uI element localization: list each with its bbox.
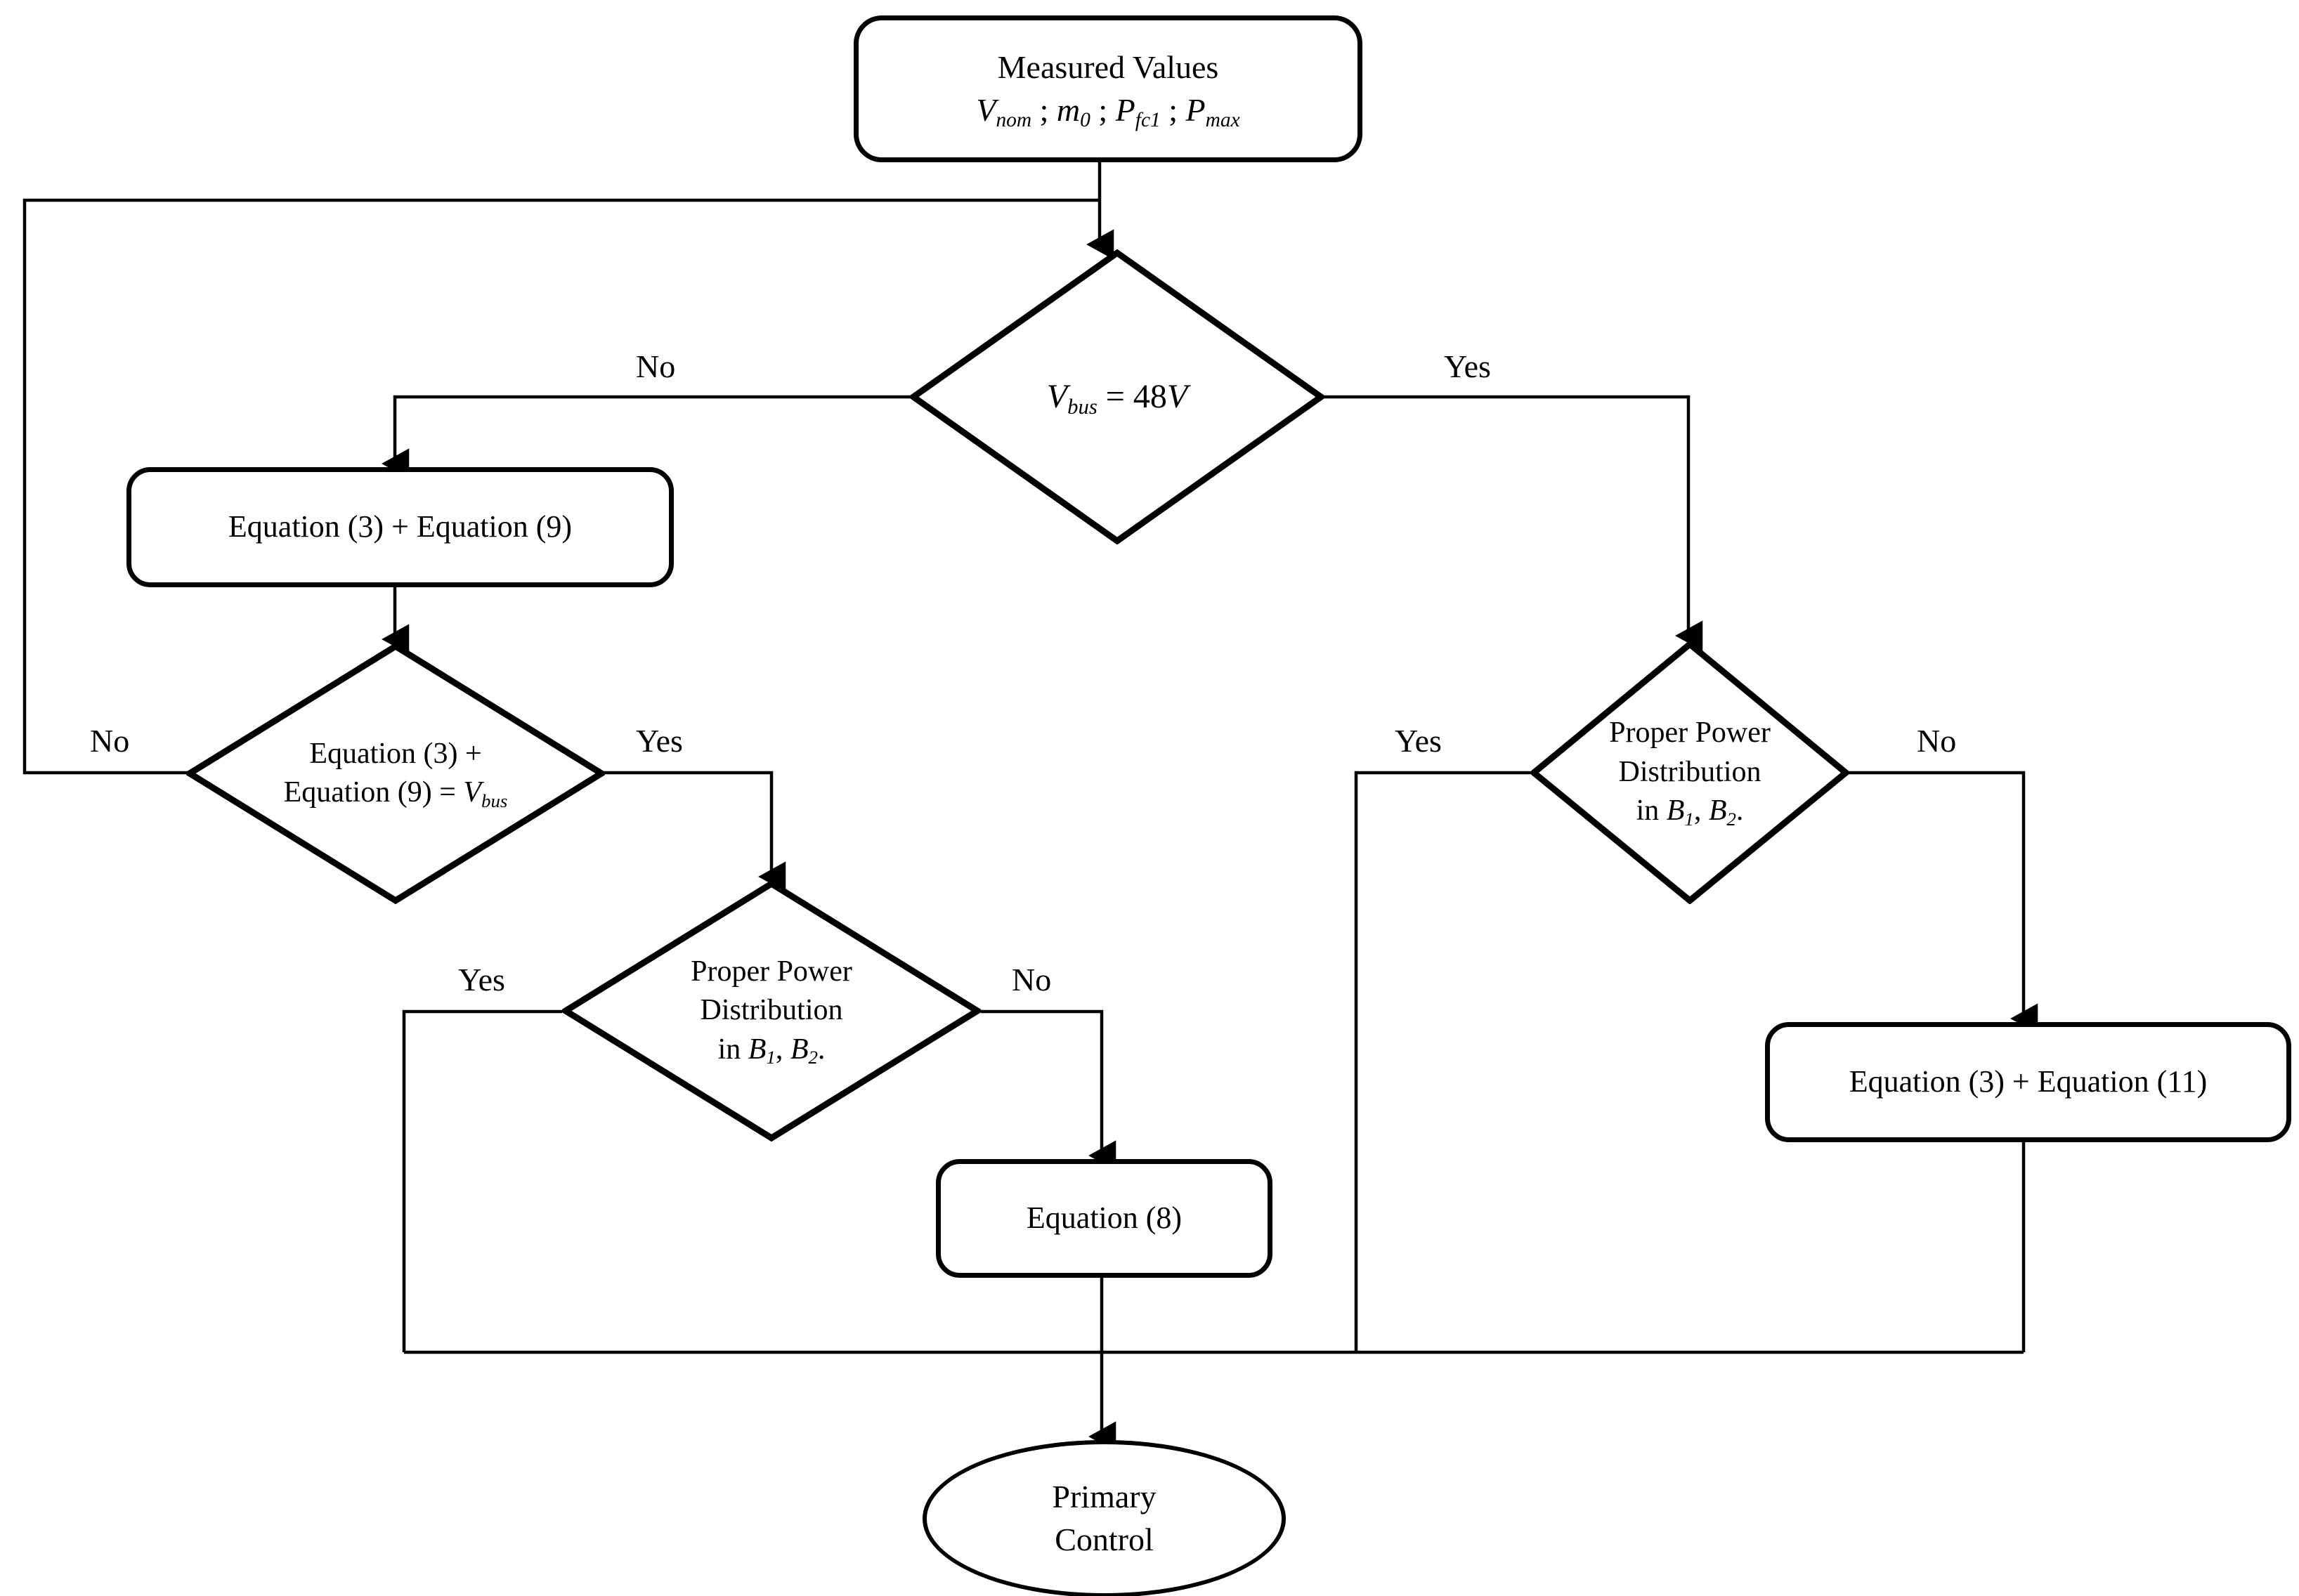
measured-values-text: Measured Values Vnom ; m0 ; Pfc1 ; Pmax bbox=[976, 46, 1239, 131]
edge-label-ppdleft-yes: Yes bbox=[458, 962, 505, 998]
measured-values-line1: Measured Values bbox=[997, 48, 1219, 85]
node-equation-3-11[interactable]: Equation (3) + Equation (11) bbox=[1765, 1022, 2291, 1142]
node-equation-3-9[interactable]: Equation (3) + Equation (9) bbox=[126, 467, 674, 587]
edge-label-ppdright-no: No bbox=[1917, 723, 1957, 759]
equation-3-9-label: Equation (3) + Equation (9) bbox=[228, 509, 573, 544]
decision-vbus-shape bbox=[908, 249, 1327, 545]
wire-feedback-loop bbox=[22, 198, 1100, 775]
decision-equation-vbus-shape bbox=[183, 642, 608, 905]
edge-label-ppdright-yes: Yes bbox=[1395, 723, 1442, 759]
wire-ppdleft-yes bbox=[402, 1009, 562, 1352]
node-measured-values[interactable]: Measured Values Vnom ; m0 ; Pfc1 ; Pmax bbox=[854, 15, 1362, 162]
wire-ppdleft-no bbox=[981, 1009, 1116, 1171]
primary-control-label: Primary Control bbox=[1052, 1479, 1157, 1557]
edge-label-vbus-yes: Yes bbox=[1444, 348, 1491, 384]
node-decision-ppd-right[interactable]: Proper Power Distribution in B1, B2. bbox=[1528, 640, 1851, 905]
edge-label-ppdleft-no: No bbox=[1012, 962, 1052, 998]
decision-ppd-right-shape bbox=[1528, 640, 1851, 905]
node-decision-equation-vbus[interactable]: Equation (3) + Equation (9) = Vbus bbox=[183, 642, 608, 905]
edge-label-eqdiamond-yes: Yes bbox=[636, 723, 683, 759]
decision-ppd-left-shape bbox=[559, 879, 984, 1142]
wire-decision-yes bbox=[1324, 395, 1703, 651]
node-primary-control[interactable]: Primary Control bbox=[923, 1440, 1286, 1596]
wire-ppdright-yes bbox=[1354, 771, 1530, 1352]
edge-label-eqdiamond-no: No bbox=[90, 723, 130, 759]
equation-3-11-label: Equation (3) + Equation (11) bbox=[1849, 1064, 2208, 1099]
node-equation-8[interactable]: Equation (8) bbox=[936, 1159, 1272, 1278]
node-decision-ppd-left[interactable]: Proper Power Distribution in B1, B2. bbox=[559, 879, 984, 1142]
equation-8-label: Equation (8) bbox=[1026, 1201, 1183, 1236]
node-decision-vbus[interactable]: Vbus = 48V bbox=[908, 249, 1327, 545]
measured-values-line2: Vnom ; m0 ; Pfc1 ; Pmax bbox=[976, 91, 1240, 131]
wire-ppdright-no bbox=[1849, 771, 2038, 1034]
wire-decision-no bbox=[382, 395, 910, 479]
wire-eqdiamond-yes bbox=[603, 771, 786, 892]
edge-label-vbus-no: No bbox=[636, 348, 676, 384]
